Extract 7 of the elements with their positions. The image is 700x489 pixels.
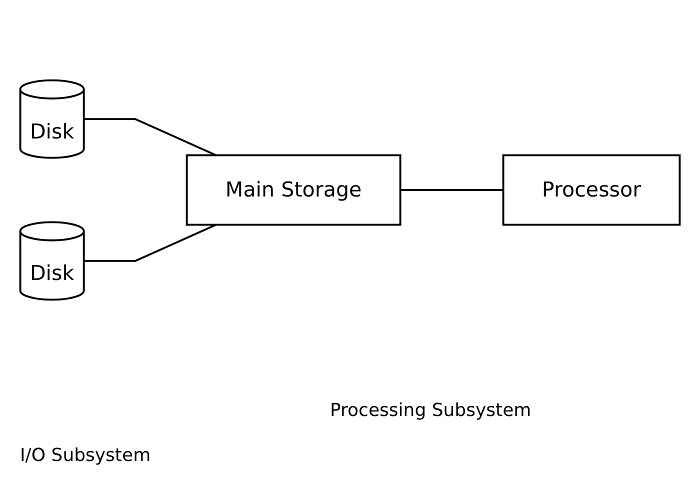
connector (400, 189, 504, 191)
connector (84, 118, 216, 156)
node-box: Main Storage (186, 154, 402, 226)
connector (84, 224, 216, 262)
node-box: Processor (502, 154, 681, 226)
subsystem-label: I/O Subsystem (20, 445, 151, 466)
subsystem-label: Processing Subsystem (330, 400, 532, 421)
